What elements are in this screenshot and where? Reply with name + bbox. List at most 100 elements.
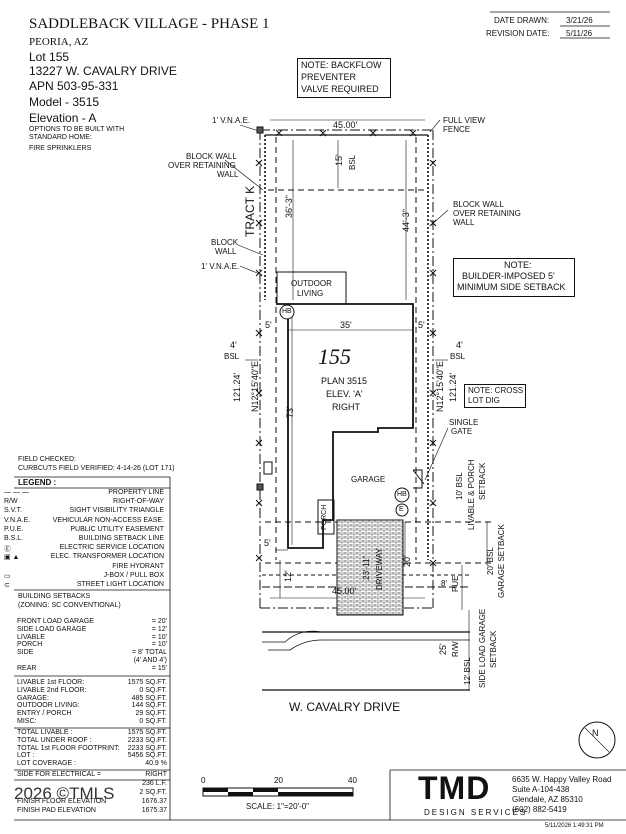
full-view-fence-1: FULL VIEW bbox=[443, 116, 485, 125]
dim-23-11: 23'-11" bbox=[362, 555, 371, 580]
legend-symbol: — — — bbox=[4, 489, 29, 496]
scale-tick-40: 40 bbox=[348, 776, 357, 785]
row-label: LIVABLE 2nd FLOOR: bbox=[17, 686, 87, 694]
outdoor-living-1: OUTDOOR bbox=[291, 279, 332, 288]
backflow-note-line-2: PREVENTER bbox=[301, 72, 357, 82]
row-value: RIGHT bbox=[145, 771, 167, 778]
dim-12: 12' bbox=[283, 570, 293, 582]
row-value: 485 SQ.FT. bbox=[131, 694, 167, 702]
row-value: 1676.37 bbox=[141, 798, 167, 805]
row-label: TOTAL UNDER ROOF : bbox=[17, 736, 92, 744]
date-drawn-label: DATE DRAWN: bbox=[494, 16, 550, 25]
row-label: REAR bbox=[17, 664, 37, 672]
company-tagline: DESIGN SERVICES bbox=[424, 808, 528, 817]
dim-15: 15' bbox=[334, 154, 344, 166]
options-note-2: STANDARD HOME: bbox=[29, 134, 92, 141]
tract-k-label: TRACT K bbox=[243, 185, 257, 237]
livable-setback-1: LIVABLE & PORCH bbox=[467, 459, 476, 530]
row-label: SIDE FOR ELECTRICAL = bbox=[17, 771, 101, 778]
lot-number-large: 155 bbox=[318, 344, 351, 369]
side-load-setback-1: SIDE LOAD GARAGE bbox=[478, 608, 487, 688]
north-arrow-icon: N bbox=[592, 728, 599, 738]
legend-label: ELEC. TRANSFORMER LOCATION bbox=[50, 553, 164, 561]
row-value: 2233 SQ.FT. bbox=[127, 744, 167, 752]
dim-5-front: 5' bbox=[264, 538, 271, 548]
row-value: 29 SQ.FT. bbox=[135, 710, 167, 718]
row-value: = 12' bbox=[151, 625, 167, 633]
legend-symbol: R/W bbox=[4, 498, 18, 506]
dim-4-left: 4' bbox=[230, 340, 237, 350]
legend-symbol: S.V.T. bbox=[4, 507, 23, 515]
block-wall-left-3: WALL bbox=[217, 170, 239, 179]
backflow-note-line-3: VALVE REQUIRED bbox=[301, 84, 379, 94]
legend-label: ELECTRIC SERVICE LOCATION bbox=[59, 544, 164, 552]
rear-bsl: BSL bbox=[348, 154, 357, 170]
lot-width-bottom: 45.00' bbox=[332, 586, 357, 596]
street-name: W. CAVALRY DRIVE bbox=[289, 700, 401, 714]
setbacks-title: BUILDING SETBACKS bbox=[18, 593, 91, 600]
livable-setback-2: SETBACK bbox=[478, 462, 487, 500]
side-load-setback-2: SETBACK bbox=[489, 630, 498, 668]
full-view-fence-2: FENCE bbox=[443, 125, 471, 134]
bsl-10: 10' BSL bbox=[455, 472, 464, 500]
dim-25: 25' bbox=[438, 643, 448, 655]
row-value: 1575 SQ.FT. bbox=[127, 679, 167, 686]
cross-lot-note-line-1: NOTE: CROSS bbox=[468, 386, 524, 395]
single-gate-2: GATE bbox=[451, 427, 473, 436]
elevation: Elevation - A bbox=[29, 111, 97, 125]
row-label: LIVABLE bbox=[17, 633, 45, 641]
block-wall-1: BLOCK bbox=[211, 238, 239, 247]
options-note-1: OPTIONS TO BE BUILT WITH bbox=[29, 126, 125, 133]
legend-label: FIRE HYDRANT bbox=[112, 562, 164, 570]
dim-35: 35' bbox=[340, 320, 352, 330]
legend-label: STREET LIGHT LOCATION bbox=[76, 581, 164, 588]
backflow-note: NOTE: BACKFLOW PREVENTER VALVE REQUIRED bbox=[297, 58, 391, 98]
revision-date-label: REVISION DATE: bbox=[486, 29, 550, 38]
bearing-left: N12°15'40"E bbox=[250, 360, 260, 412]
row-label: OUTDOOR LIVING: bbox=[17, 702, 80, 710]
plan-orientation: RIGHT bbox=[332, 402, 360, 412]
row-value: 40.9 % bbox=[145, 760, 167, 768]
garage-setback: GARAGE SETBACK bbox=[497, 524, 506, 598]
single-gate-1: SINGLE bbox=[449, 418, 479, 427]
driveway-label: DRIVEWAY bbox=[375, 548, 384, 590]
block-wall-right-3: WALL bbox=[453, 218, 475, 227]
plan-name: PLAN 3515 bbox=[321, 376, 368, 386]
bsl-12: 12' BSL bbox=[463, 657, 472, 685]
electric-service: E bbox=[399, 506, 404, 513]
row-value: 0 SQ.FT. bbox=[139, 686, 167, 694]
block-wall-2: WALL bbox=[215, 247, 237, 256]
bsl-left: BSL bbox=[224, 352, 240, 361]
dim-36-3: 36'-3" bbox=[284, 195, 294, 218]
legend-label: PUBLIC UTILITY EASEMENT bbox=[70, 525, 164, 533]
legend-symbol: V.N.A.E. bbox=[4, 516, 31, 524]
company-address-2: Suite A-104-438 bbox=[512, 785, 570, 794]
legend-symbol: ▣ ▲ bbox=[4, 554, 20, 562]
row-label: LIVABLE 1st FLOOR: bbox=[17, 679, 85, 686]
row-label: SIDE bbox=[17, 649, 34, 657]
legend-symbol: B.S.L. bbox=[4, 535, 24, 542]
legend-symbol: Ⓔ bbox=[4, 546, 11, 554]
dim-8: 8' bbox=[441, 579, 447, 588]
legend-symbol: ▭ bbox=[4, 572, 11, 580]
scale-label: SCALE: 1"=20'-0" bbox=[246, 802, 310, 811]
row-value: 2 SQ.FT. bbox=[139, 789, 167, 796]
legend-label: SIGHT VISIBILITY TRIANGLE bbox=[69, 507, 164, 515]
block-wall-right-1: BLOCK WALL bbox=[453, 200, 504, 209]
legend-symbol: ⊂ bbox=[4, 582, 10, 589]
rw-label: R/W bbox=[451, 641, 460, 657]
cross-lot-note-line-2: LOT DIG bbox=[468, 396, 500, 405]
project-title: SADDLEBACK VILLAGE - PHASE 1 bbox=[29, 16, 270, 32]
city: PEORIA, AZ bbox=[29, 36, 89, 48]
row-label: LOT : bbox=[17, 752, 35, 760]
dim-20: 20' bbox=[402, 555, 412, 567]
outdoor-living-2: LIVING bbox=[297, 289, 324, 298]
garage-label: GARAGE bbox=[351, 475, 386, 484]
row-value: 144 SQ.FT. bbox=[131, 702, 167, 710]
row-label: FRONT LOAD GARAGE bbox=[17, 618, 94, 625]
row-value: (4' AND 4') bbox=[133, 657, 167, 664]
row-label: PORCH bbox=[17, 641, 43, 649]
row-label: FINISH FLOOR ELEVATION bbox=[17, 798, 107, 805]
setbacks-zoning: (ZONING: SC CONVENTIONAL) bbox=[18, 602, 121, 609]
legend-label: BUILDING SETBACK LINE bbox=[78, 535, 164, 542]
